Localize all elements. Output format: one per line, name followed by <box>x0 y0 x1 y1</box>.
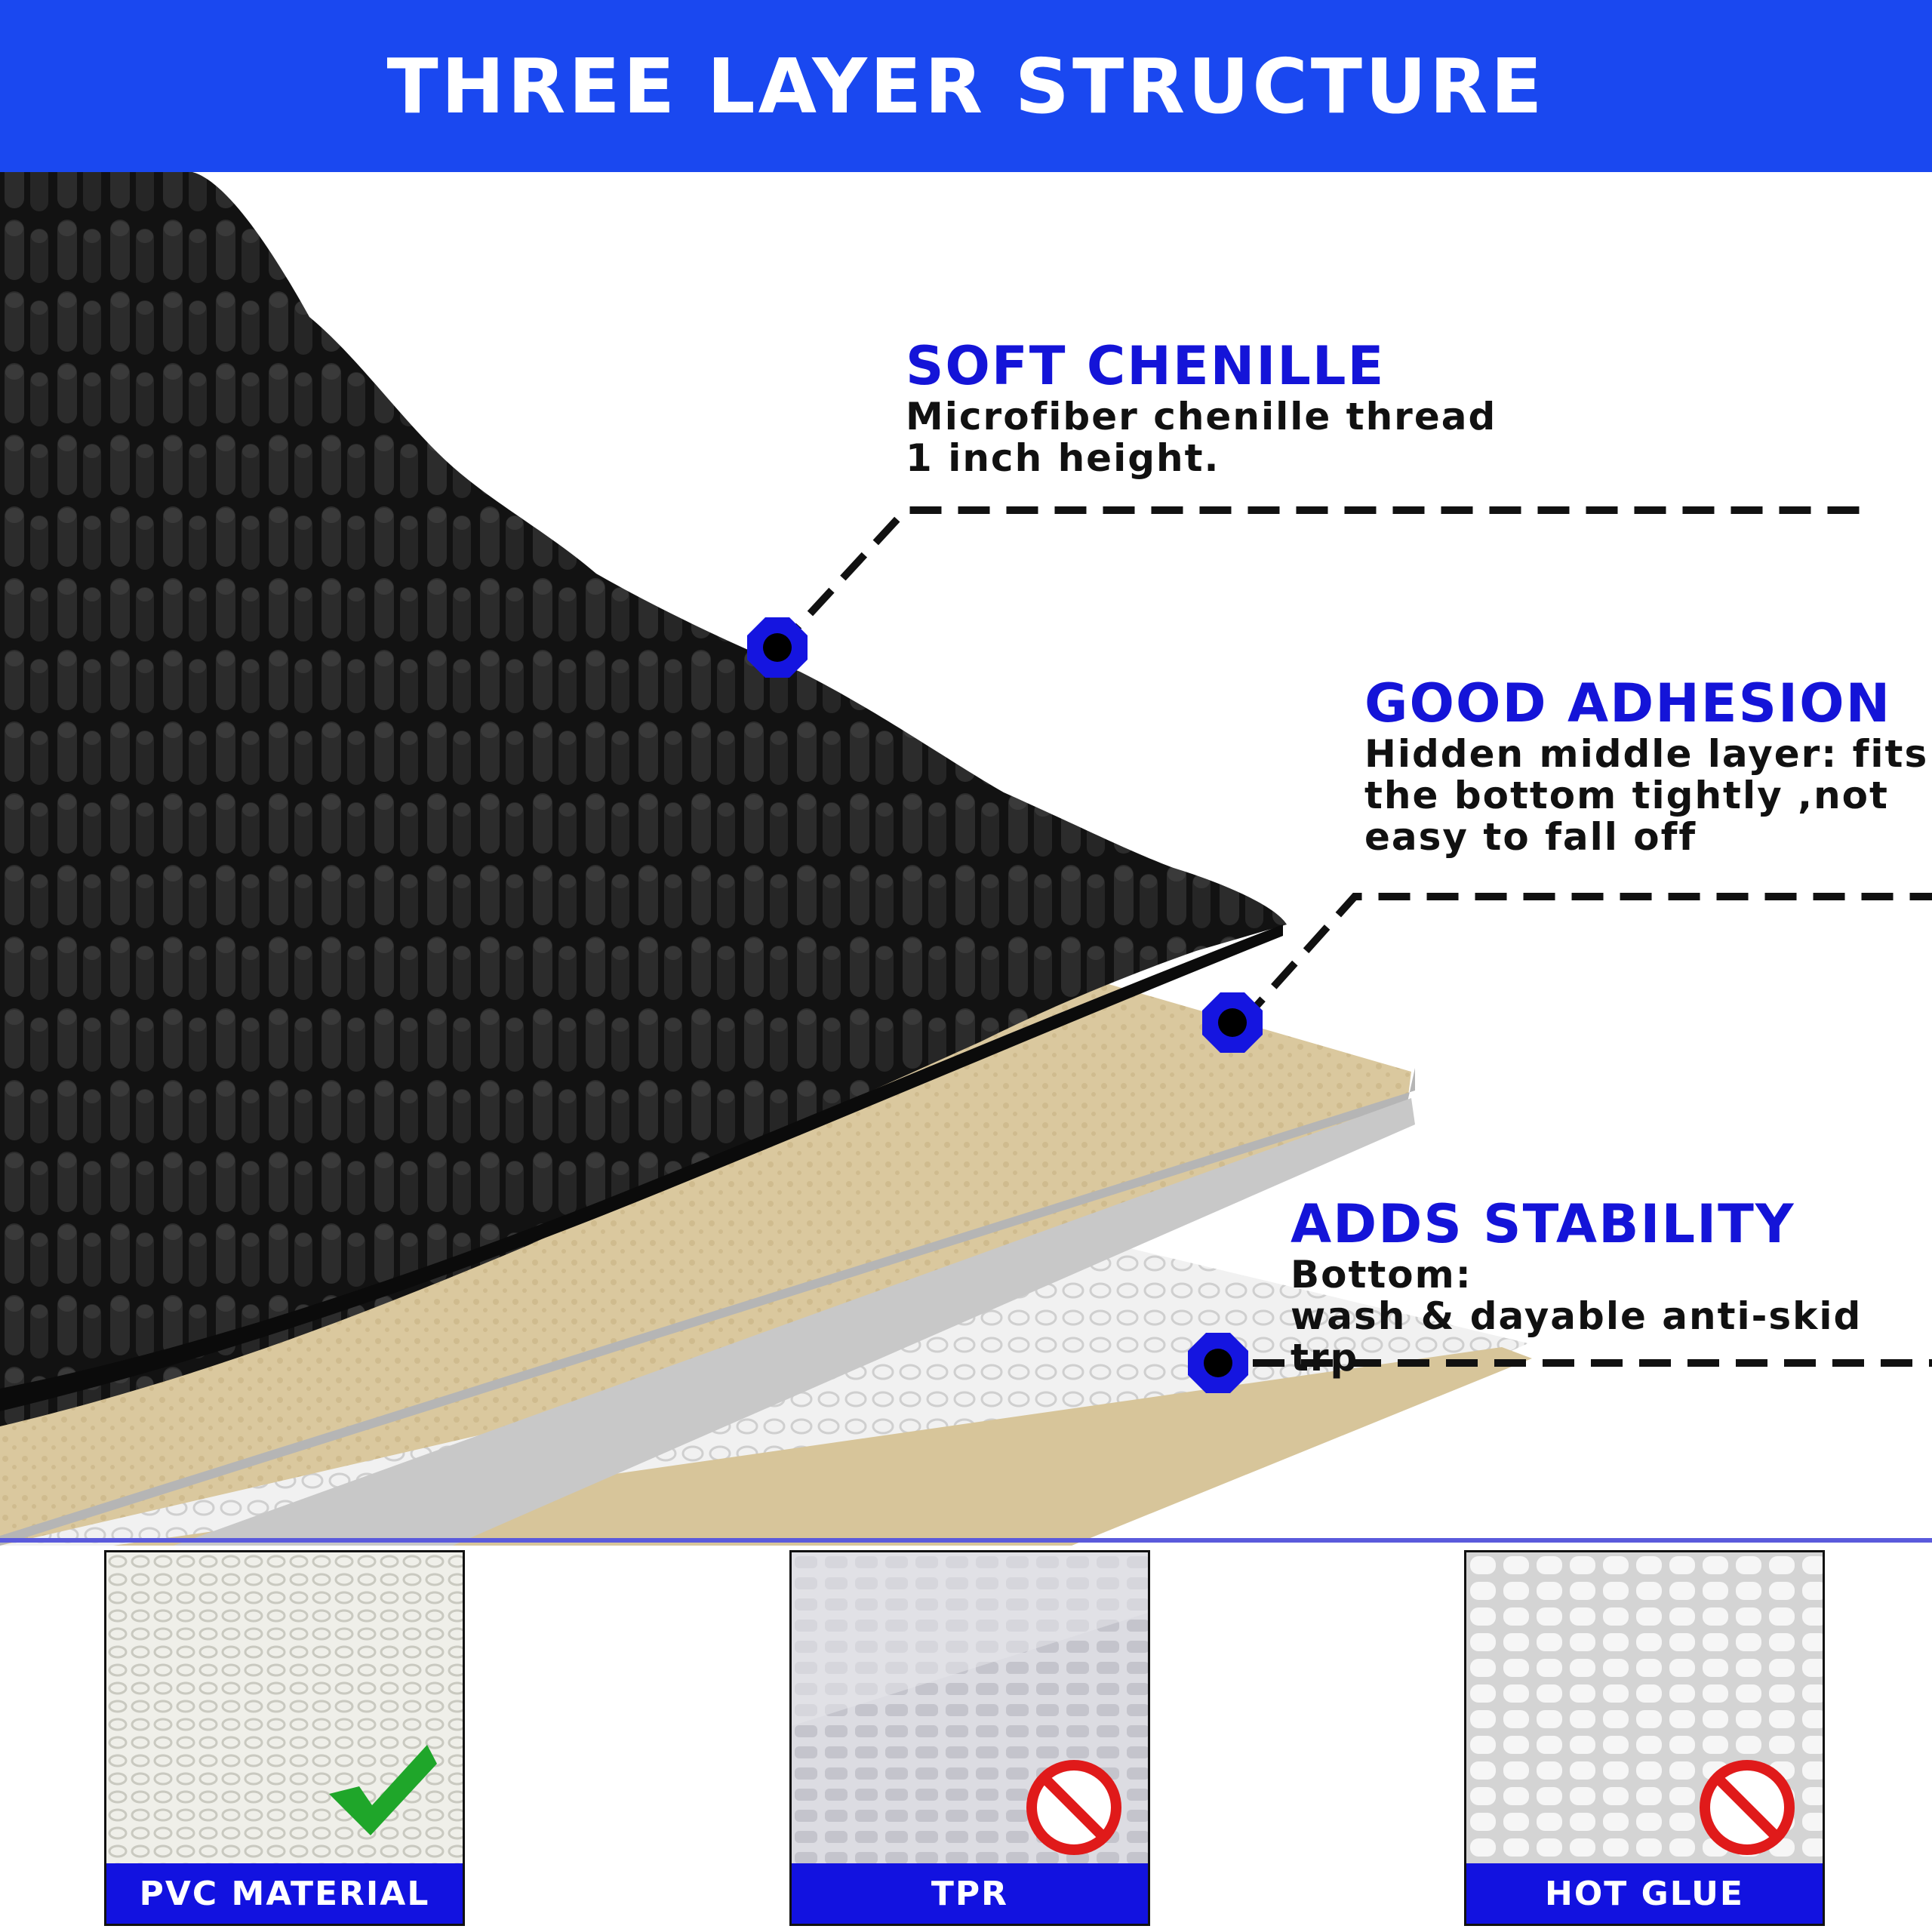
callout-soft-chenille: SOFT CHENILLE Microfiber chenille thread… <box>906 336 1497 479</box>
prohibited-icon <box>1026 1760 1121 1855</box>
material-label: PVC MATERIAL <box>106 1863 463 1924</box>
description-line: 1 inch height. <box>906 436 1220 480</box>
material-label: TPR <box>792 1863 1148 1924</box>
callout-title: GOOD ADHESION <box>1364 672 1892 734</box>
material-card-hot-glue: HOT GLUE <box>1464 1550 1825 1926</box>
layer-illustration <box>0 172 1932 1546</box>
marker-dot-icon <box>747 617 808 678</box>
description-line: Microfiber chenille thread <box>906 395 1497 438</box>
description-line: Bottom: <box>1291 1253 1472 1297</box>
page-title: THREE LAYER STRUCTURE <box>386 42 1546 131</box>
callout-title: ADDS STABILITY <box>1291 1193 1795 1255</box>
description-line: Hidden middle layer: fits <box>1364 732 1929 776</box>
description-line: wash & dayable anti-skid trp <box>1291 1294 1863 1380</box>
leader-line-chenille <box>774 506 1860 652</box>
callout-title: SOFT CHENILLE <box>906 335 1386 397</box>
callout-description: Microfiber chenille thread 1 inch height… <box>906 396 1497 479</box>
material-card-tpr: TPR <box>789 1550 1150 1926</box>
pvc-texture-image <box>106 1552 463 1863</box>
header-banner: THREE LAYER STRUCTURE <box>0 0 1932 172</box>
callout-adds-stability: ADDS STABILITY Bottom: wash & dayable an… <box>1291 1194 1932 1379</box>
check-icon <box>329 1745 437 1835</box>
middle-layer <box>0 940 1411 1546</box>
mat-layers-image <box>0 172 1932 1546</box>
marker-dot-icon <box>1202 992 1263 1053</box>
material-card-pvc: PVC MATERIAL <box>104 1550 465 1926</box>
section-divider <box>0 1538 1932 1543</box>
callout-description: Bottom: wash & dayable anti-skid trp <box>1291 1254 1932 1379</box>
description-line: the bottom tightly ,not <box>1364 774 1889 817</box>
callout-good-adhesion: GOOD ADHESION Hidden middle layer: fits … <box>1364 673 1928 858</box>
leader-line-adhesion <box>1238 893 1932 1026</box>
marker-dot-icon <box>1188 1333 1248 1393</box>
chenille-layer <box>0 172 1287 1426</box>
description-line: easy to fall off <box>1364 815 1697 859</box>
prohibited-icon <box>1700 1760 1795 1855</box>
callout-description: Hidden middle layer: fits the bottom tig… <box>1364 734 1928 858</box>
material-label: HOT GLUE <box>1466 1863 1823 1924</box>
